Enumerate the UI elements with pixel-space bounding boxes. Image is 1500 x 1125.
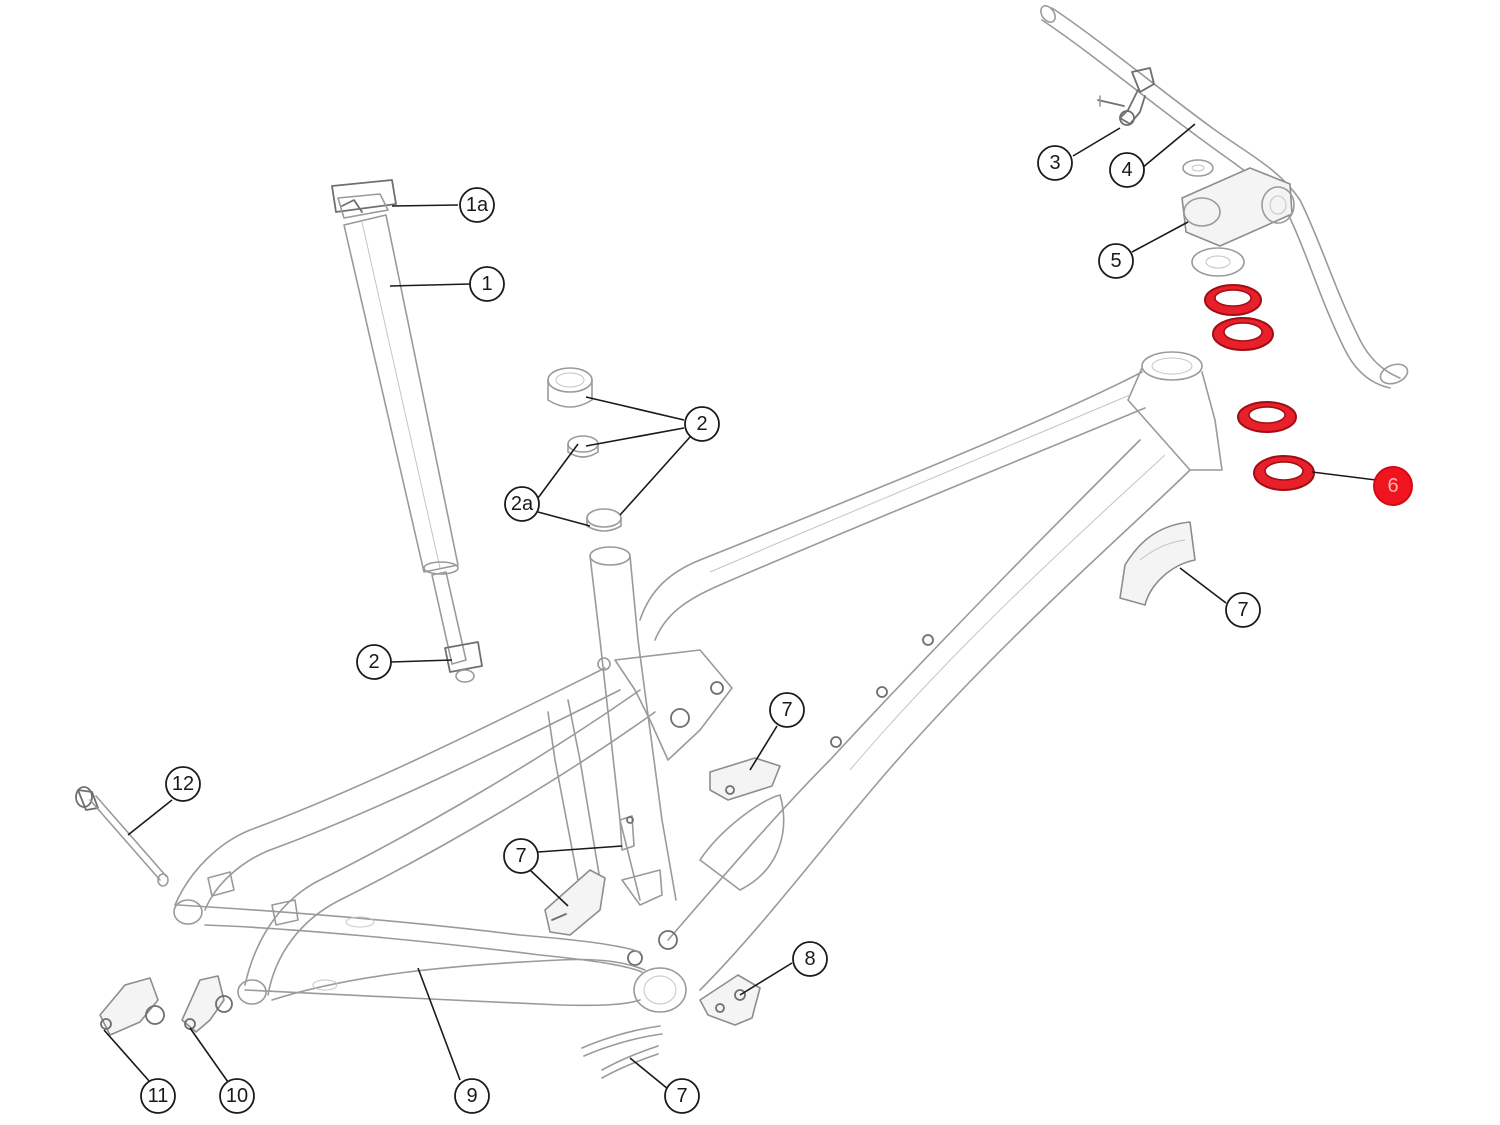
callout-2a: 2a bbox=[504, 486, 540, 522]
callout-label: 8 bbox=[804, 948, 815, 970]
callout-label: 3 bbox=[1049, 152, 1060, 174]
callout-4: 4 bbox=[1109, 152, 1145, 188]
callout-label: 10 bbox=[226, 1085, 248, 1107]
brake-lever[interactable] bbox=[1097, 67, 1155, 126]
callout-label: 6 bbox=[1387, 475, 1398, 497]
cable-guide-lower[interactable] bbox=[581, 1025, 663, 1079]
callout-label: 2 bbox=[696, 413, 707, 435]
callout-label: 9 bbox=[466, 1085, 477, 1107]
callout-1a: 1a bbox=[459, 187, 495, 223]
bushing-small-upper[interactable] bbox=[567, 435, 599, 458]
callout-label: 11 bbox=[148, 1085, 169, 1107]
leader-lines bbox=[103, 123, 1377, 1090]
callout-9: 9 bbox=[454, 1078, 490, 1114]
stem[interactable] bbox=[1181, 159, 1295, 277]
headset-top-cover bbox=[1204, 284, 1262, 316]
chain-guide-mount[interactable] bbox=[699, 974, 761, 1026]
cable-guide-chainstay[interactable] bbox=[544, 869, 606, 936]
callout-label: 1 bbox=[481, 273, 492, 295]
shock-bushing-cup[interactable] bbox=[547, 367, 593, 408]
callout-label: 12 bbox=[172, 773, 194, 795]
callout-7-downtube: 7 bbox=[1225, 592, 1261, 628]
callout-8: 8 bbox=[792, 941, 828, 977]
callout-label: 5 bbox=[1110, 250, 1121, 272]
headset-lower-bearing bbox=[1237, 401, 1297, 433]
callout-label: 2a bbox=[511, 493, 534, 515]
callout-2-seatpost: 2 bbox=[356, 644, 392, 680]
seatpost-clamp[interactable] bbox=[331, 179, 397, 219]
callout-label: 7 bbox=[1237, 599, 1248, 621]
cable-guide-downtube[interactable] bbox=[1119, 521, 1196, 606]
callout-10: 10 bbox=[219, 1078, 255, 1114]
callout-label: 7 bbox=[515, 845, 526, 867]
callout-label: 2 bbox=[368, 651, 379, 673]
derailleur-hanger-a[interactable] bbox=[181, 975, 233, 1033]
callout-1: 1 bbox=[469, 266, 505, 302]
callout-6-headset: 6 bbox=[1373, 466, 1413, 506]
callout-2-bushings: 2 bbox=[684, 406, 720, 442]
cable-guide-top[interactable] bbox=[709, 757, 781, 801]
callout-5: 5 bbox=[1098, 243, 1134, 279]
callout-12: 12 bbox=[165, 766, 201, 802]
callout-label: 1a bbox=[466, 194, 489, 216]
headset-assembly[interactable] bbox=[1204, 284, 1315, 491]
callout-7-top: 7 bbox=[769, 692, 805, 728]
cable-guide-seat-tube[interactable] bbox=[619, 815, 635, 851]
callout-label: 4 bbox=[1121, 159, 1132, 181]
callout-7-chainstay: 7 bbox=[503, 838, 539, 874]
callout-3: 3 bbox=[1037, 145, 1073, 181]
callout-label: 7 bbox=[676, 1085, 687, 1107]
headset-upper-bearing bbox=[1212, 317, 1274, 351]
derailleur-hanger-b[interactable] bbox=[99, 977, 165, 1036]
callout-7-lower: 7 bbox=[664, 1078, 700, 1114]
headset-crown-race bbox=[1253, 455, 1315, 491]
seatpost[interactable] bbox=[343, 214, 483, 683]
rear-axle[interactable] bbox=[75, 786, 169, 887]
callout-11: 11 bbox=[140, 1078, 176, 1114]
bushing-small-lower[interactable] bbox=[586, 508, 622, 532]
frame[interactable] bbox=[173, 351, 1223, 1013]
callout-label: 7 bbox=[781, 699, 792, 721]
